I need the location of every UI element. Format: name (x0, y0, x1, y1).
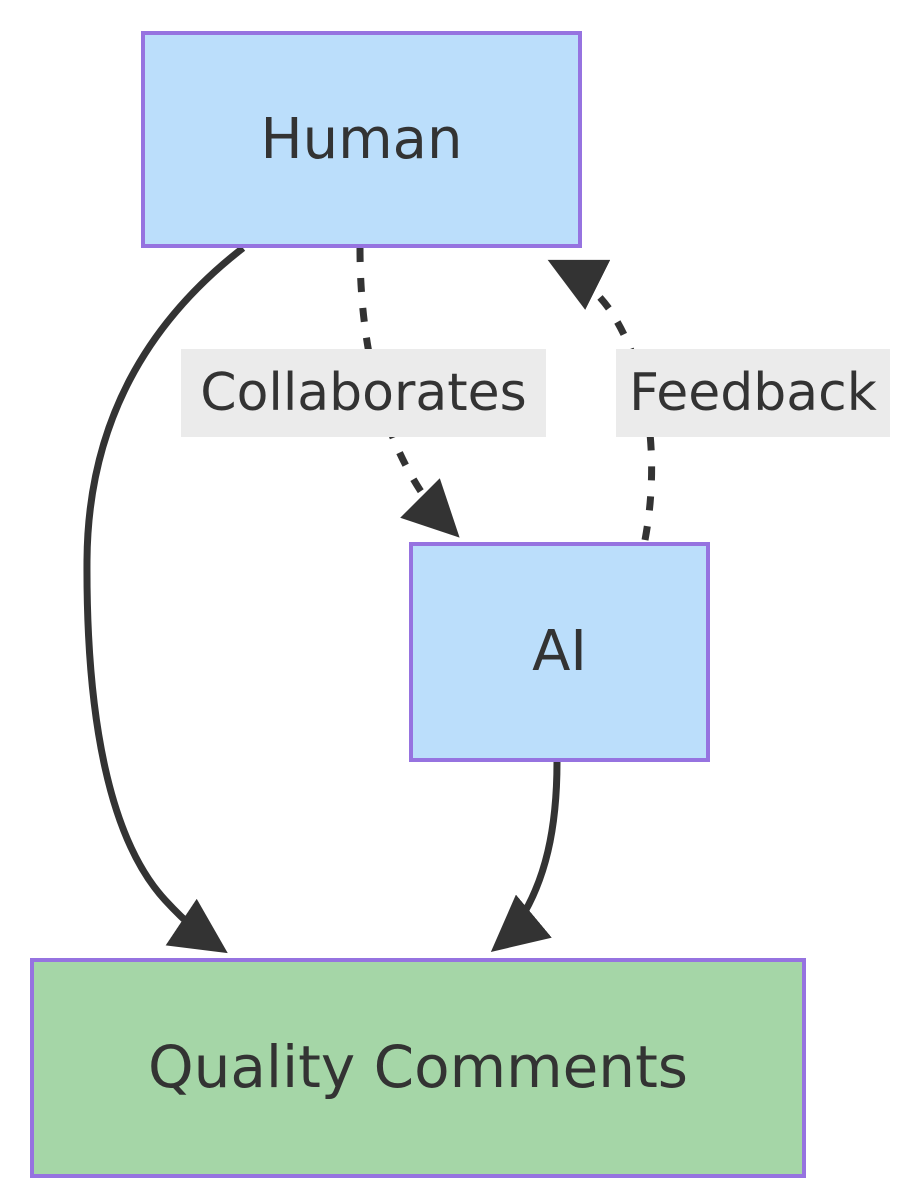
node-human-label: Human (260, 106, 463, 172)
edge-ai-to-quality-comments (490, 761, 561, 952)
edge-label-collaborates: Collaborates (181, 349, 546, 437)
edge-human-to-quality-comments (83, 245, 246, 954)
node-ai-label: AI (532, 619, 587, 685)
node-human[interactable]: Human (141, 31, 582, 248)
node-quality-comments[interactable]: Quality Comments (30, 958, 806, 1178)
node-quality-comments-label: Quality Comments (147, 1033, 689, 1102)
edge-label-feedback: Feedback (616, 349, 890, 437)
edge-ai-to-human (547, 259, 656, 541)
node-ai[interactable]: AI (409, 542, 710, 762)
edge-human-to-ai (356, 247, 460, 538)
